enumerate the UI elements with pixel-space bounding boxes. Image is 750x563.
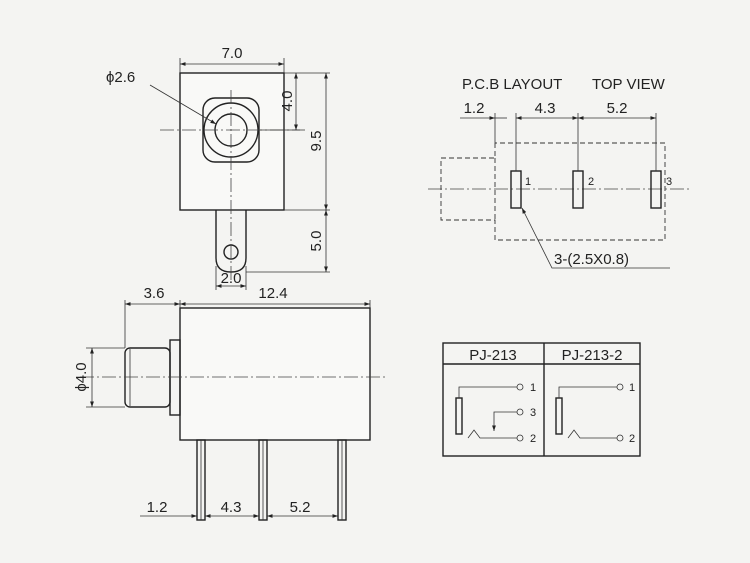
model-b-header: PJ-213-2 xyxy=(562,347,623,364)
pj2132-symbol: 1 2 xyxy=(555,382,635,445)
pcb-dim-2: 4.3 xyxy=(535,100,556,117)
dim-front-length: 3.6 xyxy=(144,285,165,302)
side-flange xyxy=(169,339,181,416)
side-barrel xyxy=(124,347,171,408)
model-a-header: PJ-213 xyxy=(469,347,517,364)
side-pin-1 xyxy=(196,439,206,521)
front-body xyxy=(179,72,285,211)
pcb-outline xyxy=(440,142,666,241)
dim-hole-dia: ϕ2.6 xyxy=(106,69,135,86)
schematic-table: PJ-213 PJ-213-2 1 3 2 1 2 xyxy=(442,342,641,457)
dim-width: 7.0 xyxy=(222,45,243,62)
pj213-pin-2: 2 xyxy=(530,433,536,445)
dim-upper-height: 4.0 xyxy=(279,91,296,112)
dim-tab-width: 2.0 xyxy=(221,270,242,287)
pad-size-note: 3-(2.5X0.8) xyxy=(554,251,629,268)
pcb-pad-2 xyxy=(572,170,584,209)
dim-pin-gap-2: 4.3 xyxy=(221,499,242,516)
pcb-layout-title: P.C.B LAYOUT xyxy=(462,76,562,93)
dim-pin-gap-3: 5.2 xyxy=(290,499,311,516)
pcb-dim-1: 1.2 xyxy=(464,100,485,117)
pj2132-pin-2: 2 xyxy=(629,433,635,445)
side-view: 3.6 12.4 ϕ4.0 1.2 4.3 5.2 xyxy=(73,285,385,521)
pad-label-1: 1 xyxy=(525,176,531,188)
side-body xyxy=(179,307,371,441)
pj213-symbol: 1 3 2 xyxy=(455,382,536,445)
pad-label-2: 2 xyxy=(588,176,594,188)
dim-tab-height: 5.0 xyxy=(308,231,325,252)
dim-total-height: 9.5 xyxy=(308,131,325,152)
dim-barrel-dia: ϕ4.0 xyxy=(73,362,90,391)
front-view: 7.0 ϕ2.6 4.0 9.5 5.0 2.0 xyxy=(106,45,330,290)
dim-pin-gap-1: 1.2 xyxy=(147,499,168,516)
side-pin-2 xyxy=(258,439,268,521)
pj213-pin-3: 3 xyxy=(530,407,536,419)
pcb-pad-3 xyxy=(650,170,662,209)
pj2132-pin-1: 1 xyxy=(629,382,635,394)
pcb-dim-3: 5.2 xyxy=(607,100,628,117)
side-pin-3 xyxy=(337,439,347,521)
top-view-label: TOP VIEW xyxy=(592,76,666,93)
dim-body-length: 12.4 xyxy=(258,285,287,302)
pcb-pad-1 xyxy=(510,170,522,209)
pcb-layout: P.C.B LAYOUT TOP VIEW 1 2 3 1.2 4.3 5.2 … xyxy=(428,76,690,269)
pad-label-3: 3 xyxy=(666,176,672,188)
pj213-pin-1: 1 xyxy=(530,382,536,394)
